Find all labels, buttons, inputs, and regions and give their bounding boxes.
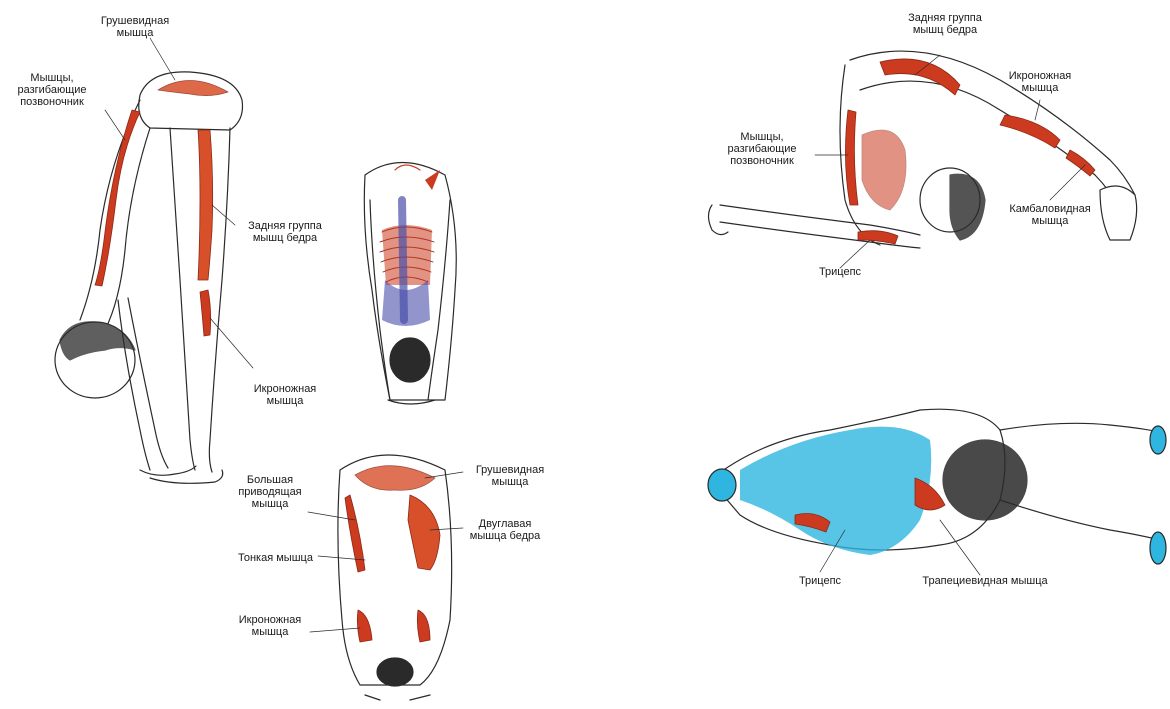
gastrocnemius-muscle-plow — [1000, 115, 1060, 148]
figure-forward-fold-back — [308, 455, 463, 700]
label-piriformis-back: Грушевидная мышца — [460, 464, 560, 488]
label-erector-spinae-side: Мышцы, разгибающие позвоночник — [2, 72, 102, 108]
erector-spinae-muscle-side — [95, 110, 140, 286]
soleus-muscle-plow — [1066, 150, 1095, 176]
head-top — [943, 440, 1027, 520]
figure-plow-top — [708, 409, 1166, 575]
label-hamstrings-plow: Задняя группа мышц бедра — [895, 12, 995, 36]
label-piriformis-side: Грушевидная мышца — [80, 15, 190, 39]
label-soleus-plow: Камбаловидная мышца — [995, 203, 1105, 227]
feet-top-2 — [1150, 532, 1166, 564]
figure-forward-fold-front — [364, 163, 456, 405]
gastrocnemius-muscle-side — [200, 290, 211, 336]
label-triceps-top: Трицепс — [780, 575, 860, 587]
hamstrings-muscle-side — [198, 130, 213, 280]
erector-spinae-muscle-plow — [845, 110, 858, 205]
feet-top-1 — [1150, 426, 1166, 454]
label-biceps-femoris: Двуглавая мышца бедра — [455, 518, 555, 542]
label-gastrocnemius-plow: Икроножная мышца — [995, 70, 1085, 94]
head-front — [390, 338, 430, 382]
hands-clasped — [708, 469, 736, 501]
label-gastrocnemius-back: Икроножная мышца — [225, 614, 315, 638]
hamstrings-muscle-plow — [880, 59, 960, 95]
label-gracilis: Тонкая мышца — [238, 552, 328, 564]
label-hamstrings-side: Задняя группа мышц бедра — [235, 220, 335, 244]
head-back — [377, 658, 413, 686]
label-erector-spinae-plow: Мышцы, разгибающие позвоночник — [712, 131, 812, 167]
label-triceps-plow: Трицепс — [800, 266, 880, 278]
label-adductor-magnus: Большая приводящая мышца — [225, 474, 315, 510]
triceps-muscle-plow — [858, 231, 898, 244]
label-gastrocnemius-side: Икроножная мышца — [240, 383, 330, 407]
label-trapezius: Трапециевидная мышца — [910, 575, 1060, 587]
